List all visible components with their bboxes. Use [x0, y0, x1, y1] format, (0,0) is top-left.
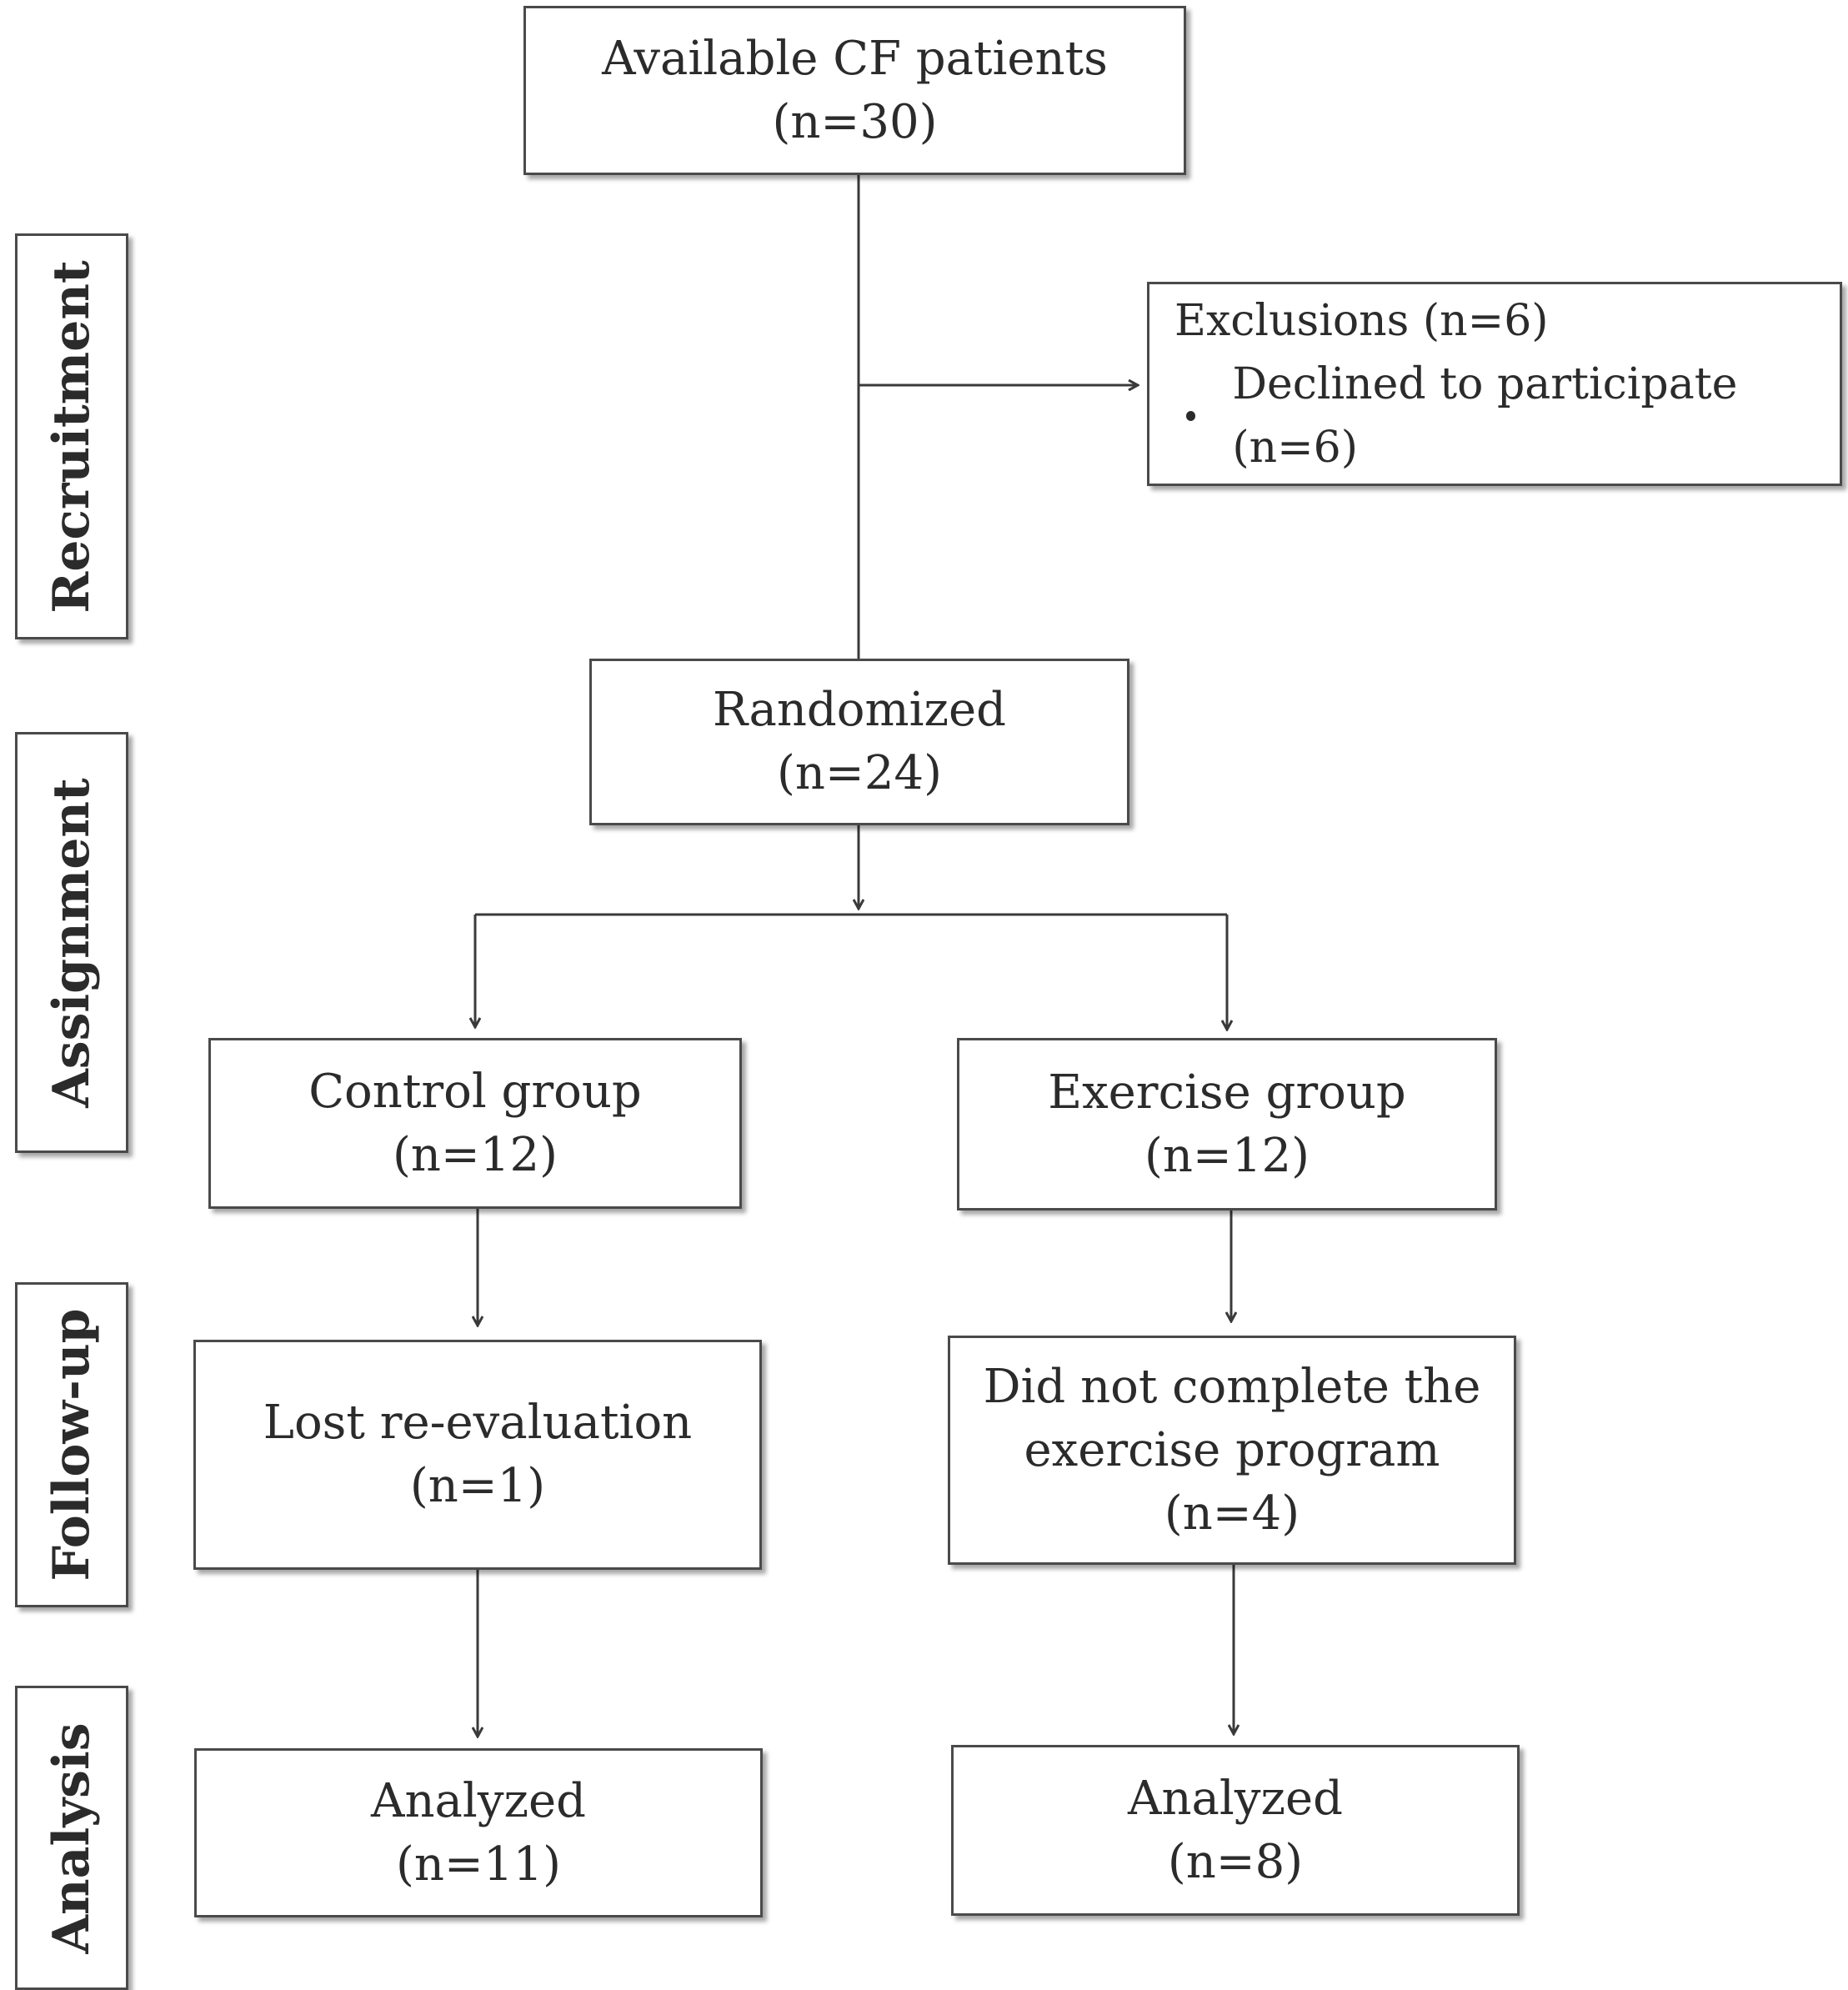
- node-exclusions: Exclusions (n=6) Declined to participate…: [1147, 282, 1842, 486]
- stage-label: Follow-up: [43, 1308, 101, 1581]
- stage-label: Assignment: [43, 777, 101, 1108]
- node-count: (n=12): [393, 1127, 558, 1182]
- node-analyzed-control: Analyzed (n=11): [194, 1748, 763, 1917]
- stage-label: Analysis: [43, 1722, 101, 1954]
- node-title: Lost re-evaluation: [263, 1396, 693, 1450]
- node-line2: exercise program: [1024, 1422, 1440, 1477]
- node-title: Analyzed: [1128, 1771, 1343, 1826]
- node-count: (n=12): [1144, 1128, 1310, 1183]
- stage-assignment: Assignment: [15, 732, 128, 1153]
- node-randomized: Randomized (n=24): [589, 659, 1129, 825]
- node-title: Control group: [308, 1064, 642, 1119]
- stage-recruitment: Recruitment: [15, 233, 128, 639]
- bullet-icon: [1186, 410, 1196, 421]
- node-count: (n=24): [777, 746, 942, 800]
- node-title: Analyzed: [371, 1773, 586, 1828]
- exclusion-item-label: Declined to participate (n=6): [1232, 358, 1738, 473]
- stage-label: Recruitment: [43, 259, 101, 614]
- node-title: Exercise group: [1048, 1065, 1406, 1120]
- node-count: (n=11): [396, 1837, 561, 1892]
- node-count: (n=30): [772, 94, 938, 149]
- stage-analysis: Analysis: [15, 1686, 128, 1990]
- node-count: (n=1): [409, 1459, 546, 1513]
- stage-followup: Follow-up: [15, 1282, 128, 1607]
- node-control-group: Control group (n=12): [208, 1038, 742, 1209]
- node-analyzed-exercise: Analyzed (n=8): [951, 1745, 1520, 1916]
- node-count: (n=4): [1164, 1486, 1300, 1541]
- node-title: Available CF patients: [602, 31, 1108, 86]
- exclusion-item: Declined to participate (n=6): [1174, 353, 1840, 479]
- node-incomplete-program: Did not complete the exercise program (n…: [948, 1336, 1516, 1565]
- node-title: Exclusions (n=6): [1174, 295, 1549, 346]
- node-count: (n=8): [1167, 1834, 1304, 1889]
- node-available-patients: Available CF patients (n=30): [523, 6, 1186, 175]
- node-exercise-group: Exercise group (n=12): [957, 1038, 1497, 1211]
- node-line1: Did not complete the: [983, 1359, 1481, 1414]
- node-lost-reevaluation: Lost re-evaluation (n=1): [193, 1340, 762, 1570]
- node-title: Randomized: [713, 683, 1006, 737]
